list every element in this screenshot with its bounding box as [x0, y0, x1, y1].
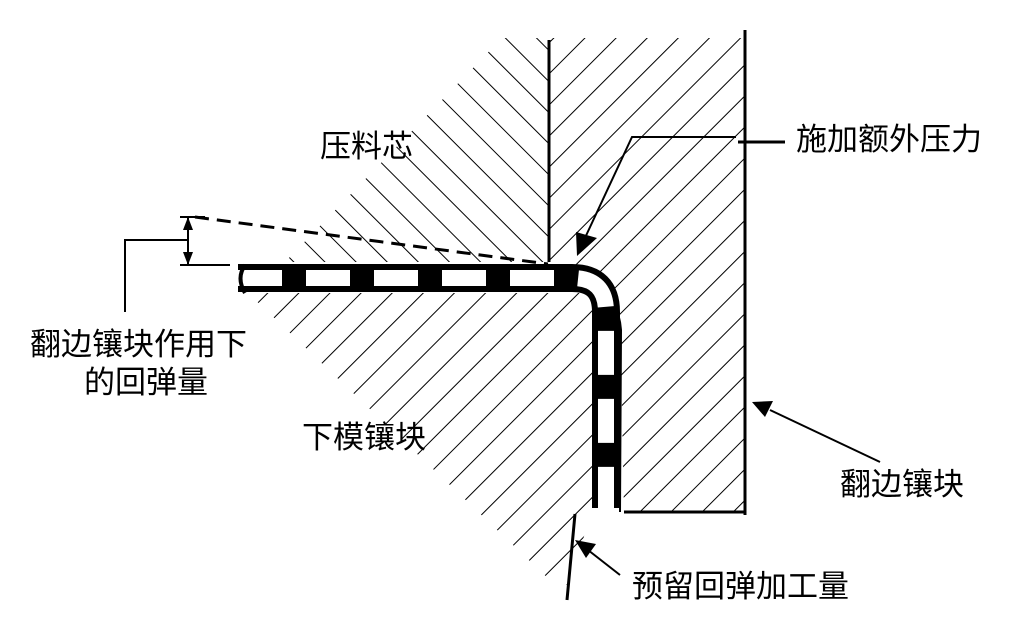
pressure-pad-label: 压料芯	[320, 129, 413, 165]
springback-label-line2: 的回弹量	[84, 365, 208, 401]
flange-insert-label: 翻边镶块	[840, 467, 964, 503]
springback-allowance-leader	[575, 540, 621, 576]
extra-pressure-label: 施加额外压力	[796, 122, 982, 158]
springback-label-line1: 翻边镶块作用下	[30, 327, 247, 363]
springback-dimension	[124, 215, 549, 312]
sheet-metal-part	[238, 263, 620, 508]
extra-pressure-leader	[576, 136, 785, 256]
lower-die-insert-label: 下模镶块	[302, 420, 426, 456]
springback-allowance-label: 预留回弹加工量	[632, 569, 849, 605]
flange-insert-leader	[752, 401, 881, 463]
